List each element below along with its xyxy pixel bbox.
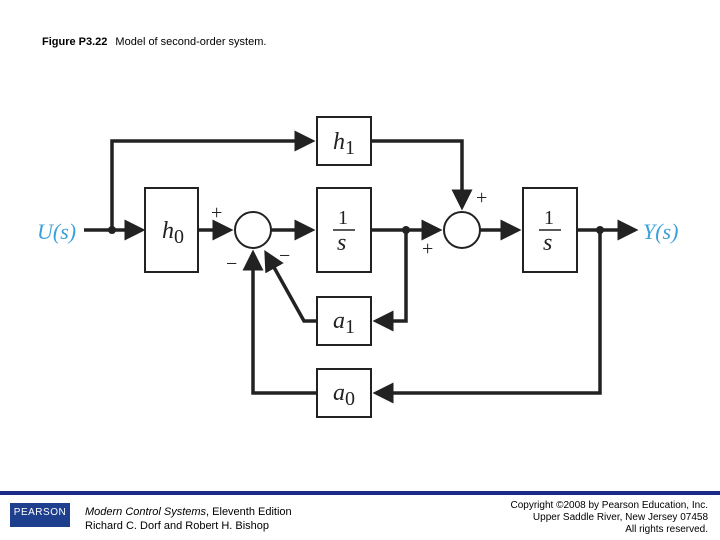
sign: + [211,202,222,224]
summing-junction-1 [234,211,272,249]
sign: + [422,238,433,260]
copyright-address: Upper Saddle River, New Jersey 07458 [532,512,708,523]
sign: − [279,245,290,267]
copyright: Copyright ©2008 by Pearson Education, In… [511,500,709,536]
block-integrator-2: 1s [522,187,578,273]
svg-text:s: s [337,230,346,256]
svg-text:1: 1 [338,207,348,229]
svg-text:h: h [162,218,174,244]
sign: + [476,187,487,209]
input-label: U(s) [37,219,76,244]
figure-caption: Model of second-order system. [115,36,267,48]
svg-text:h: h [333,129,345,155]
svg-text:a: a [333,308,345,334]
svg-text:s: s [543,230,552,256]
figure-label: Figure P3.22 [42,36,108,48]
signal-lines [84,130,639,404]
book-info: Modern Control Systems, Eleventh Edition… [85,505,292,533]
svg-text:0: 0 [345,388,355,410]
sign: − [226,253,237,275]
output-label: Y(s) [643,219,678,244]
pearson-logo: PEARSON [10,503,70,527]
svg-text:1: 1 [345,316,355,338]
book-authors: Richard C. Dorf and Robert H. Bishop [85,520,270,532]
book-edition: , Eleventh Edition [206,506,292,518]
footer-bar [0,491,720,495]
svg-text:1: 1 [345,137,355,159]
book-title: Modern Control Systems [85,506,207,518]
copyright-line: Copyright ©2008 by Pearson Education, In… [510,500,709,511]
figure-title: Figure P3.22 Model of second-order system… [42,36,266,48]
summing-junction-2 [443,211,481,249]
svg-text:a: a [333,380,345,406]
block-integrator-1: 1s [316,187,372,273]
svg-text:1: 1 [544,207,554,229]
svg-text:0: 0 [174,226,184,248]
copyright-rights: All rights reserved. [625,524,708,535]
